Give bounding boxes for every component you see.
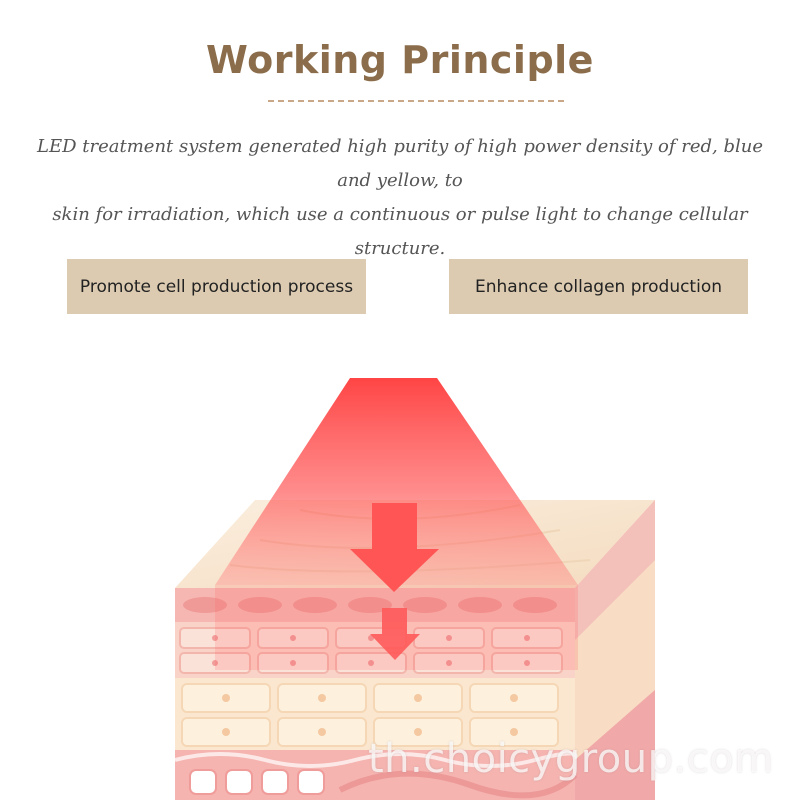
arrow-down-icon — [350, 503, 439, 592]
description-text: LED treatment system generated high puri… — [20, 130, 780, 266]
red-light-beam — [215, 378, 578, 585]
arrow-down-icon-small — [370, 608, 420, 660]
benefit-label: Enhance collagen production — [474, 276, 722, 297]
page-title: Working Principle — [206, 38, 594, 82]
benefit-badge-collagen: Enhance collagen production — [449, 259, 748, 314]
benefit-badge-cell-production: Promote cell production process — [67, 259, 366, 314]
title-divider — [268, 100, 564, 102]
description-line-2: skin for irradiation, which use a contin… — [52, 204, 748, 259]
benefit-label: Promote cell production process — [79, 276, 354, 297]
skin-cross-section-illustration — [174, 378, 655, 800]
description-line-1: LED treatment system generated high puri… — [37, 136, 763, 191]
watermark-text: th.choicygroup.com — [368, 736, 774, 782]
